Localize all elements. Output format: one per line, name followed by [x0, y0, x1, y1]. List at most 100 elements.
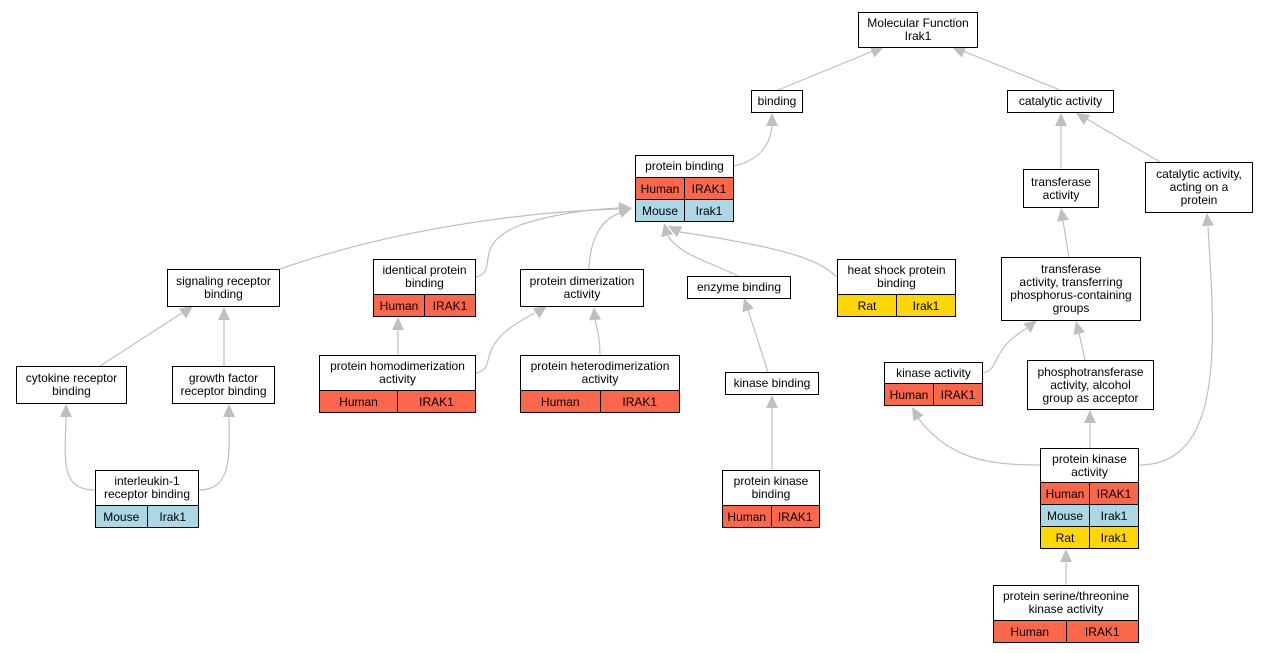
node-title-line: binding [52, 384, 91, 398]
gene-label: IRAK1 [770, 506, 820, 527]
node-title-line: cytokine receptor [25, 371, 118, 385]
node-title-line: activity [1042, 187, 1080, 202]
arrowhead [1055, 113, 1067, 126]
node-title: kinase binding [726, 373, 818, 394]
node-enzyme-binding[interactable]: enzyme binding [687, 276, 791, 299]
gene-label: IRAK1 [1089, 483, 1138, 504]
arrowhead [668, 226, 683, 238]
node-title-line: signaling receptor [176, 274, 271, 288]
node-title-line: protein kinase [1052, 451, 1127, 466]
node-title-line: catalytic activity [1018, 94, 1103, 108]
edge-phosphotransferase-to-phosphorus [1073, 321, 1086, 361]
edge-interleukin-to-cytokine [60, 404, 96, 491]
edge-line [982, 327, 1028, 374]
node-title-line: acting on a [1169, 180, 1229, 194]
edge-line [667, 235, 739, 277]
node-title-line: interleukin-1 [114, 474, 180, 488]
gene-label: IRAK1 [933, 384, 982, 405]
node-title-line: receptor binding [180, 384, 267, 398]
edge-line [99, 312, 183, 367]
arrowhead [869, 46, 884, 58]
species-label: Human [1045, 486, 1085, 501]
edge-line [198, 416, 230, 491]
edge-kinase-activity-to-phosphorus [982, 320, 1037, 374]
species-label: Mouse [103, 509, 140, 524]
edge-enzyme-to-protein-binding [661, 223, 739, 277]
edge-catalytic-protein-to-catalytic [1076, 113, 1161, 163]
node-title-line: binding [405, 276, 444, 290]
node-title-line: phosphotransferase [1037, 364, 1144, 379]
node-title: catalytic activity [1008, 91, 1113, 112]
arrowhead [178, 306, 193, 319]
node-catalytic-activity[interactable]: catalytic activity [1007, 90, 1114, 113]
species-label: Human [640, 181, 680, 196]
node-title-line: Irak1 [904, 29, 932, 43]
node-title-line: Molecular Function [867, 16, 969, 30]
edge-protein-kinase-activity-to-phosphotransferase [1084, 410, 1096, 448]
edge-cytokine-to-signaling [99, 306, 193, 367]
node-title-line: protein [1180, 193, 1218, 207]
node-title-line: protein heterodimerization [530, 359, 670, 373]
edge-interleukin-to-growth-factor [198, 404, 235, 491]
arrowhead [766, 113, 778, 126]
edge-line [962, 50, 1061, 91]
edge-line [1062, 220, 1070, 258]
node-title-line: group as acceptor [1042, 390, 1139, 405]
edge-heterodimerization-to-dimerization [589, 307, 601, 356]
gene-label: IRAK1 [397, 391, 475, 412]
node-title-line: protein kinase [733, 474, 809, 488]
node-title-line: activity, alcohol [1050, 377, 1131, 392]
edge-binding-to-molecular-function [777, 46, 884, 91]
gene-label: Irak1 [684, 200, 733, 221]
arrowhead [218, 307, 230, 320]
edge-line [64, 416, 96, 491]
node-binding[interactable]: binding [751, 90, 803, 113]
arrowhead [392, 317, 404, 330]
species-label: Mouse [1046, 508, 1084, 523]
edge-line [475, 207, 621, 278]
arrowhead [60, 404, 72, 417]
edge-phosphorus-to-transferase [1057, 208, 1070, 258]
edge-growth-factor-to-signaling [218, 307, 230, 366]
arrowhead [532, 306, 547, 319]
edge-line [594, 319, 601, 356]
gene-label: IRAK1 [1065, 621, 1139, 642]
node-kinase-binding[interactable]: kinase binding [725, 372, 819, 395]
arrowhead [617, 206, 632, 218]
edge-protein-kinase-activity-to-kinase-activity [912, 407, 1041, 466]
node-title-line: protein dimerization [529, 274, 635, 288]
